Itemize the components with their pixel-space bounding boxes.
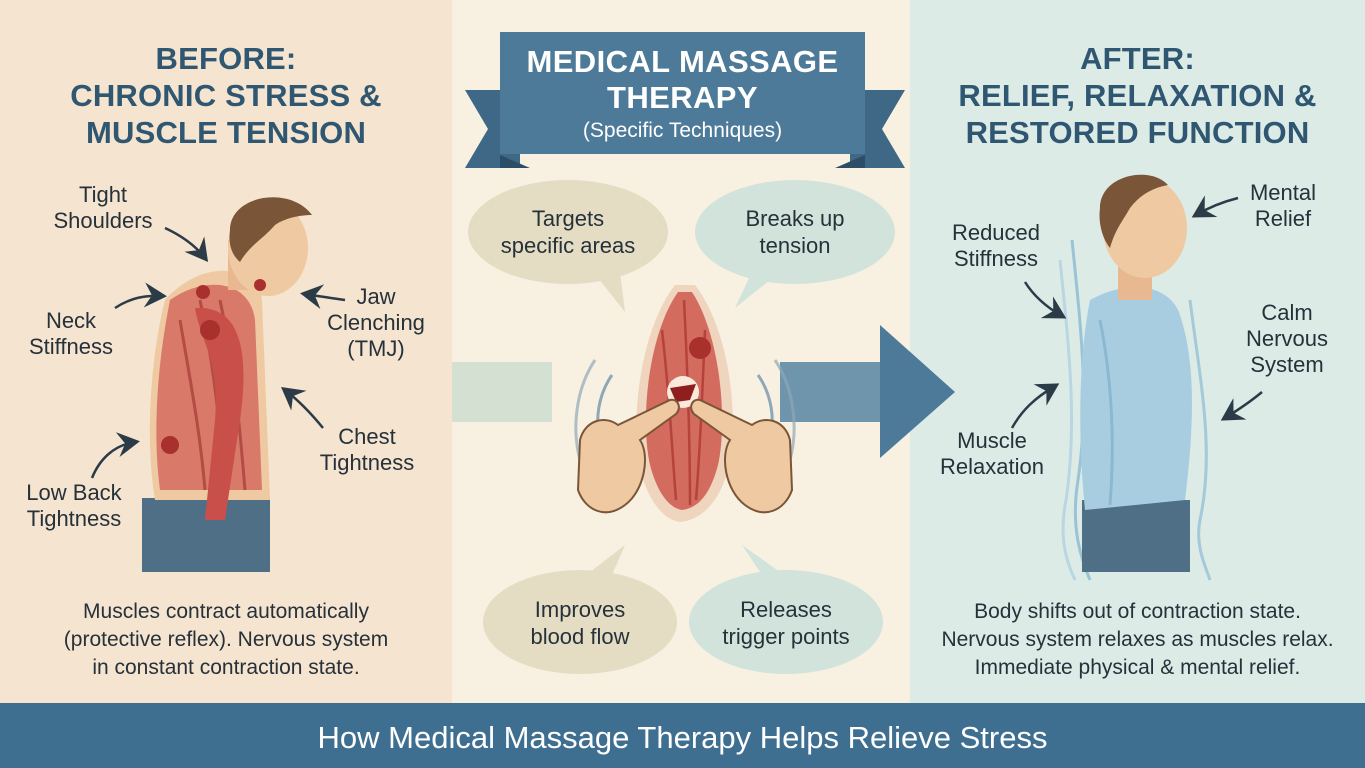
technique-bubbles xyxy=(468,180,895,674)
bubble-targets-line-2: specific areas xyxy=(500,233,636,258)
after-heading-line-1: AFTER: xyxy=(1080,41,1195,76)
tight-shoulders-label: Tight Shoulders xyxy=(42,182,164,234)
after-description-line-1: Body shifts out of contraction state. xyxy=(974,600,1301,623)
bubble-trigger-line-1: Releases xyxy=(740,597,832,622)
chest-tightness-label: Chest Tightness xyxy=(308,424,426,476)
mental-relief-line-2: Relief xyxy=(1254,206,1312,231)
low-back-tightness-line-2: Tightness xyxy=(26,506,122,531)
jaw-clenching-line-2: Clenching xyxy=(327,310,425,335)
before-description-line-1: Muscles contract automatically xyxy=(83,600,369,623)
reduced-stiffness-line-1: Reduced xyxy=(951,220,1041,245)
footer-bar: How Medical Massage Therapy Helps Reliev… xyxy=(0,703,1365,768)
jaw-clenching-label: Jaw Clenching (TMJ) xyxy=(318,284,434,362)
low-back-tightness-label: Low Back Tightness xyxy=(12,480,136,532)
right-callout-arrows xyxy=(1010,195,1263,429)
bubble-trigger-line-2: trigger points xyxy=(722,624,850,649)
muscle-relaxation-line-2: Relaxation xyxy=(940,454,1044,479)
bubble-breaks-line-1: Breaks up xyxy=(745,206,845,231)
before-description-line-3: in constant contraction state. xyxy=(92,656,360,679)
before-heading-line-3: MUSCLE TENSION xyxy=(85,115,367,150)
calm-nervous-system-line-3: System xyxy=(1250,352,1324,377)
massage-muscle-hands xyxy=(574,285,796,522)
reduced-stiffness-line-2: Stiffness xyxy=(954,246,1038,271)
after-description-line-3: Immediate physical & mental relief. xyxy=(974,656,1301,679)
muscle-relaxation-label: Muscle Relaxation xyxy=(928,428,1056,480)
reduced-stiffness-label: Reduced Stiffness xyxy=(938,220,1054,272)
neck-stiffness-line-1: Neck xyxy=(45,308,97,333)
process-arrow xyxy=(452,325,955,458)
after-heading: AFTER: RELIEF, RELAXATION & RESTORED FUN… xyxy=(920,40,1355,151)
bubble-targets-specific-areas: Targets specific areas xyxy=(478,205,658,259)
relaxed-man-figure xyxy=(1058,174,1212,581)
jaw-clenching-line-3: (TMJ) xyxy=(347,336,405,361)
therapy-banner-title: MEDICAL MASSAGE THERAPY xyxy=(470,44,895,116)
calm-nervous-system-line-2: Nervous xyxy=(1246,326,1328,351)
before-heading-line-2: CHRONIC STRESS & xyxy=(70,78,382,113)
bubble-breaks-line-2: tension xyxy=(759,233,831,258)
tense-man-figure xyxy=(142,197,312,572)
footer-title: How Medical Massage Therapy Helps Reliev… xyxy=(317,720,1048,755)
bubble-targets-line-1: Targets xyxy=(531,206,605,231)
mental-relief-line-1: Mental xyxy=(1249,180,1317,205)
mental-relief-label: Mental Relief xyxy=(1228,180,1338,232)
bubble-blood-line-2: blood flow xyxy=(530,624,630,649)
tight-shoulders-line-1: Tight xyxy=(78,182,128,207)
calm-nervous-system-line-1: Calm xyxy=(1261,300,1313,325)
bubble-releases-trigger-points: Releases trigger points xyxy=(696,596,876,650)
muscle-relaxation-line-1: Muscle xyxy=(957,428,1027,453)
chest-tightness-line-2: Tightness xyxy=(319,450,415,475)
before-description: Muscles contract automatically (protecti… xyxy=(20,598,432,682)
bubble-blood-line-1: Improves xyxy=(534,597,626,622)
infographic-illustration xyxy=(90,32,1263,674)
bubble-breaks-up-tension: Breaks up tension xyxy=(705,205,885,259)
before-heading: BEFORE: CHRONIC STRESS & MUSCLE TENSION xyxy=(20,40,432,151)
banner-title-line-1: MEDICAL MASSAGE xyxy=(526,44,839,79)
bubble-improves-blood-flow: Improves blood flow xyxy=(490,596,670,650)
left-callout-arrows xyxy=(90,226,346,479)
after-description: Body shifts out of contraction state. Ne… xyxy=(915,598,1360,682)
neck-stiffness-line-2: Stiffness xyxy=(29,334,113,359)
chest-tightness-line-1: Chest xyxy=(338,424,396,449)
banner-title-line-2: THERAPY xyxy=(607,80,758,115)
tight-shoulders-line-2: Shoulders xyxy=(53,208,153,233)
low-back-tightness-line-1: Low Back xyxy=(26,480,122,505)
before-description-line-2: (protective reflex). Nervous system xyxy=(63,628,389,651)
therapy-banner-subtitle: (Specific Techniques) xyxy=(582,119,783,142)
after-heading-line-2: RELIEF, RELAXATION & xyxy=(958,78,1317,113)
neck-stiffness-label: Neck Stiffness xyxy=(16,308,126,360)
banner-ribbon xyxy=(465,32,905,168)
after-heading-line-3: RESTORED FUNCTION xyxy=(965,115,1310,150)
calm-nervous-system-label: Calm Nervous System xyxy=(1232,300,1342,378)
before-heading-line-1: BEFORE: xyxy=(155,41,297,76)
after-description-line-2: Nervous system relaxes as muscles relax. xyxy=(941,628,1334,651)
jaw-clenching-line-1: Jaw xyxy=(356,284,396,309)
